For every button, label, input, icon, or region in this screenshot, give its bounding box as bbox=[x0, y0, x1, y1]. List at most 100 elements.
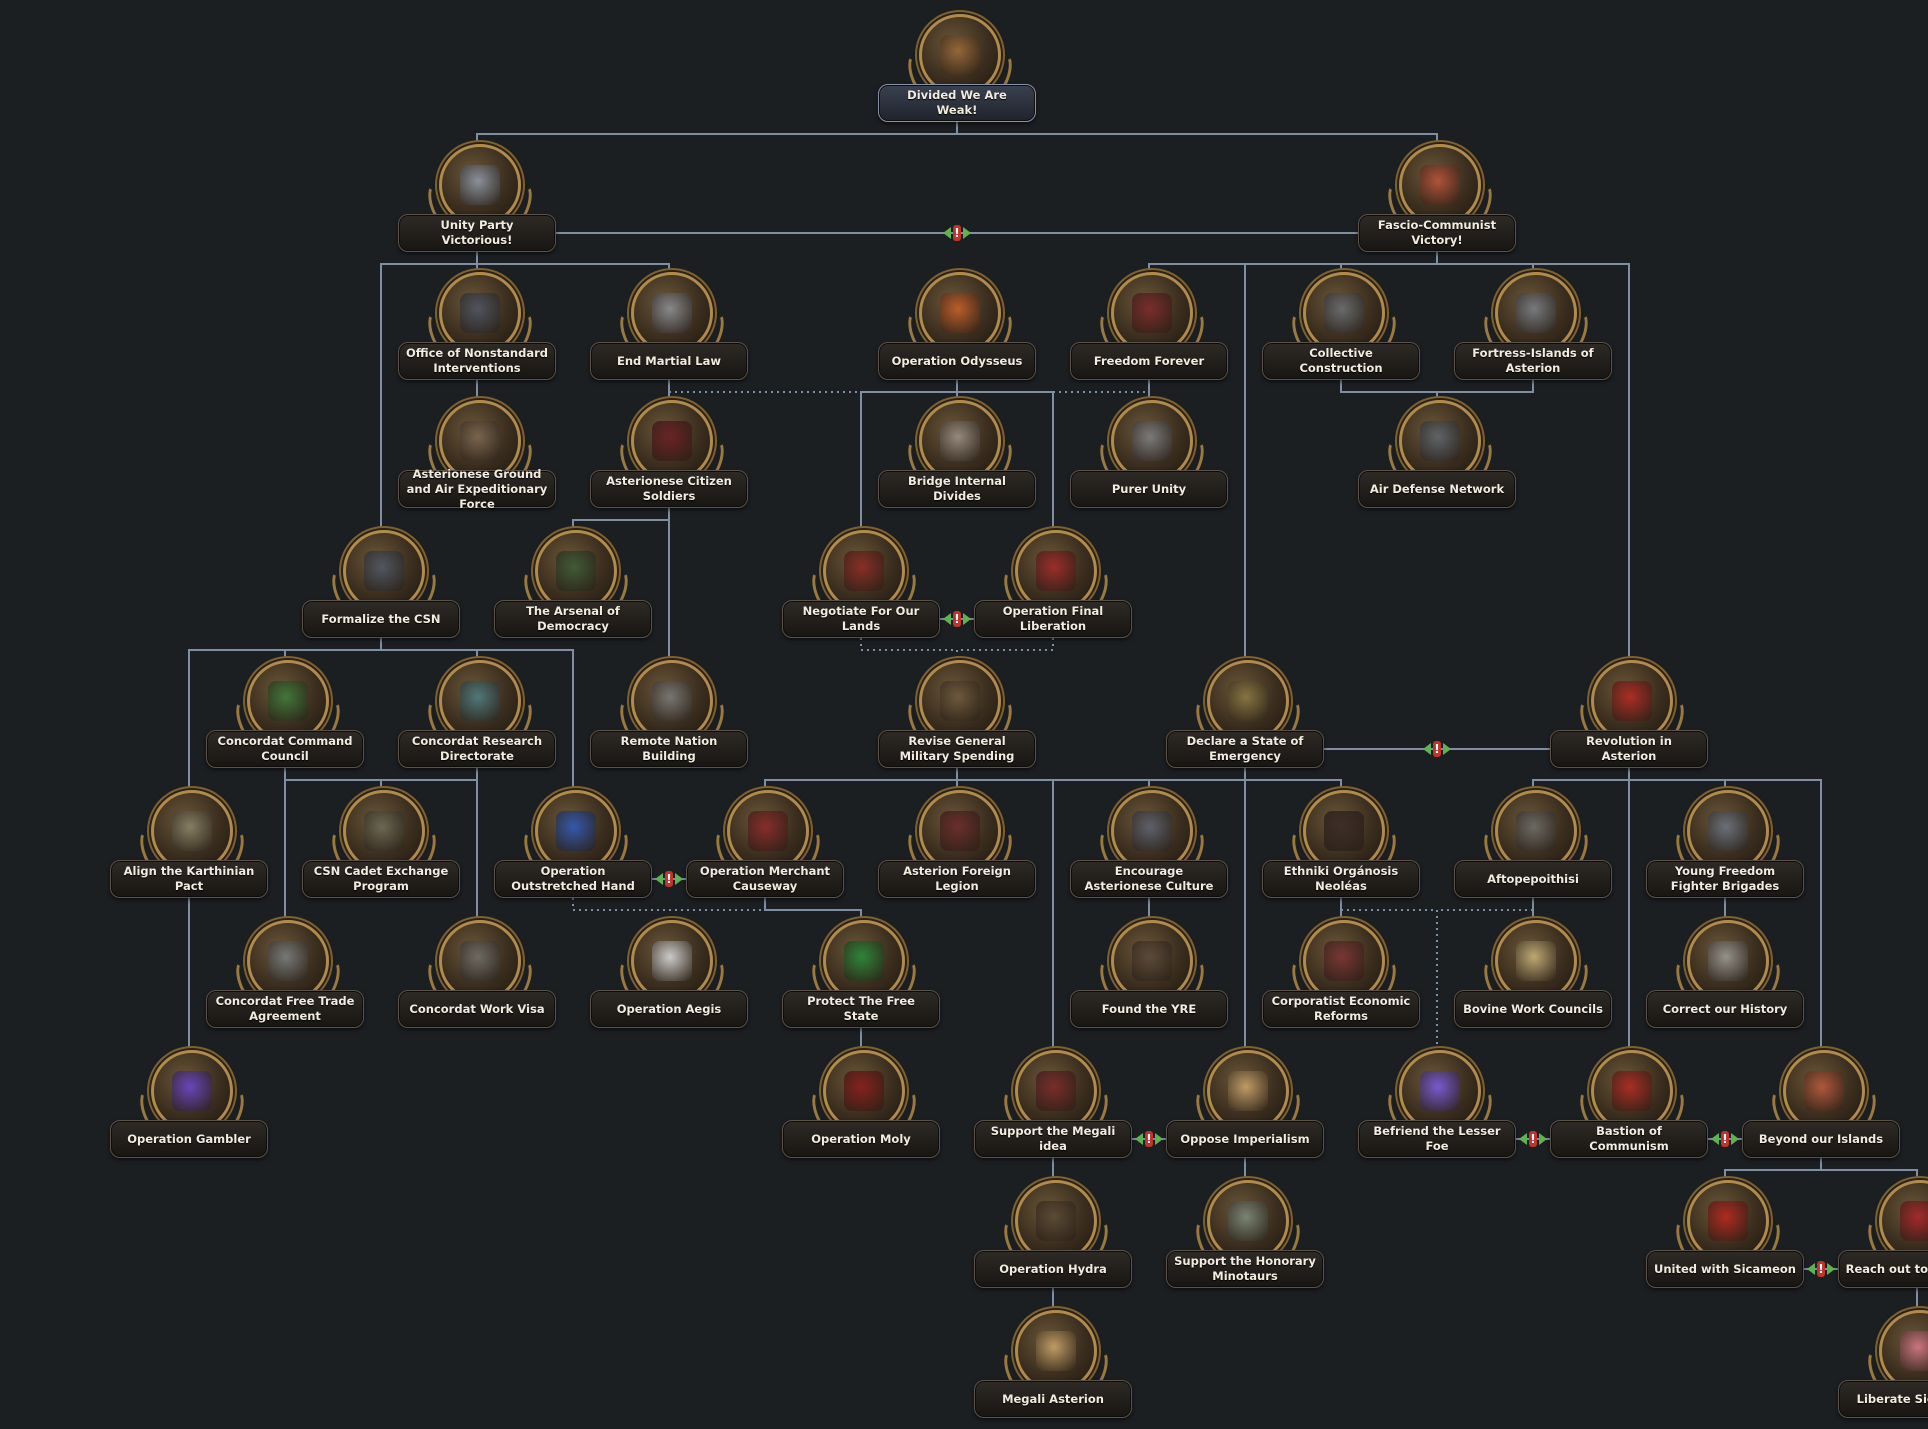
mutually-exclusive-icon: ! bbox=[1420, 741, 1454, 757]
focus-karthinian[interactable]: Align the Karthinian Pact bbox=[104, 782, 274, 902]
focus-aegis[interactable]: Operation Aegis bbox=[584, 912, 754, 1032]
icon-emblem bbox=[1612, 681, 1652, 721]
focus-prywhen[interactable]: Reach out to Prywhen bbox=[1832, 1172, 1928, 1292]
icon-emblem bbox=[460, 165, 500, 205]
focus-arsenal[interactable]: The Arsenal of Democracy bbox=[488, 522, 658, 642]
focus-moly[interactable]: Operation Moly bbox=[776, 1042, 946, 1162]
focus-ethniki[interactable]: Ethniki Orgánosis Neoléas bbox=[1256, 782, 1426, 902]
focus-youngfreedom[interactable]: Young Freedom Fighter Brigades bbox=[1640, 782, 1810, 902]
focus-label: Encourage Asterionese Culture bbox=[1077, 864, 1221, 894]
icon-emblem bbox=[1708, 811, 1748, 851]
icon-emblem bbox=[1132, 941, 1172, 981]
focus-label: Fortress-Islands of Asterion bbox=[1461, 346, 1605, 376]
focus-revolution[interactable]: Revolution in Asterion bbox=[1544, 652, 1714, 772]
focus-revise[interactable]: Revise General Military Spending bbox=[872, 652, 1042, 772]
focus-freetrade[interactable]: Concordat Free Trade Agreement bbox=[200, 912, 370, 1032]
icon-emblem bbox=[844, 941, 884, 981]
focus-megali[interactable]: Support the Megali idea bbox=[968, 1042, 1138, 1162]
focus-plate: Operation Final Liberation bbox=[974, 600, 1132, 638]
focus-plate: Asterionese Citizen Soldiers bbox=[590, 470, 748, 508]
focus-liberatesicameon[interactable]: Liberate Sicameon bbox=[1832, 1302, 1928, 1422]
focus-plate: Operation Outstretched Hand bbox=[494, 860, 652, 898]
focus-purer[interactable]: Purer Unity bbox=[1064, 392, 1234, 512]
focus-label: Operation Moly bbox=[811, 1132, 911, 1147]
focus-fortress[interactable]: Fortress-Islands of Asterion bbox=[1448, 264, 1618, 384]
focus-freestate[interactable]: Protect The Free State bbox=[776, 912, 946, 1032]
focus-declare[interactable]: Declare a State of Emergency bbox=[1160, 652, 1330, 772]
focus-label: Negotiate For Our Lands bbox=[789, 604, 933, 634]
focus-yre[interactable]: Found the YRE bbox=[1064, 912, 1234, 1032]
icon-emblem bbox=[940, 811, 980, 851]
focus-beyond[interactable]: Beyond our Islands bbox=[1736, 1042, 1906, 1162]
focus-negotiate[interactable]: Negotiate For Our Lands bbox=[776, 522, 946, 642]
focus-office[interactable]: Office of Nonstandard Interventions bbox=[392, 264, 562, 384]
focus-plate: Air Defense Network bbox=[1358, 470, 1516, 508]
focus-foreignlegion[interactable]: Asterion Foreign Legion bbox=[872, 782, 1042, 902]
icon-emblem bbox=[844, 1071, 884, 1111]
focus-crd[interactable]: Concordat Research Directorate bbox=[392, 652, 562, 772]
icon-emblem bbox=[268, 681, 308, 721]
focus-plate: Negotiate For Our Lands bbox=[782, 600, 940, 638]
focus-minotaurs[interactable]: Support the Honorary Minotaurs bbox=[1160, 1172, 1330, 1292]
icon-emblem bbox=[460, 293, 500, 333]
icon-emblem bbox=[1228, 681, 1268, 721]
focus-airdefense[interactable]: Air Defense Network bbox=[1352, 392, 1522, 512]
focus-divided[interactable]: Divided We Are Weak! bbox=[872, 6, 1042, 126]
focus-plate: Ethniki Orgánosis Neoléas bbox=[1262, 860, 1420, 898]
focus-odysseus[interactable]: Operation Odysseus bbox=[872, 264, 1042, 384]
focus-plate: Concordat Work Visa bbox=[398, 990, 556, 1028]
focus-plate: CSN Cadet Exchange Program bbox=[302, 860, 460, 898]
focus-label: Correct our History bbox=[1663, 1002, 1788, 1017]
focus-correcthistory[interactable]: Correct our History bbox=[1640, 912, 1810, 1032]
focus-plate: Operation Aegis bbox=[590, 990, 748, 1028]
focus-aftopepoithisi[interactable]: Aftopepoithisi bbox=[1448, 782, 1618, 902]
focus-label: Fascio-Communist Victory! bbox=[1365, 218, 1509, 248]
focus-finalliberation[interactable]: Operation Final Liberation bbox=[968, 522, 1138, 642]
focus-plate: Operation Gambler bbox=[110, 1120, 268, 1158]
focus-plate: Support the Honorary Minotaurs bbox=[1166, 1250, 1324, 1288]
focus-bridge[interactable]: Bridge Internal Divides bbox=[872, 392, 1042, 512]
focus-gambler[interactable]: Operation Gambler bbox=[104, 1042, 274, 1162]
focus-encourage[interactable]: Encourage Asterionese Culture bbox=[1064, 782, 1234, 902]
focus-opposeimp[interactable]: Oppose Imperialism bbox=[1160, 1042, 1330, 1162]
focus-hydra[interactable]: Operation Hydra bbox=[968, 1172, 1138, 1292]
focus-freedomforever[interactable]: Freedom Forever bbox=[1064, 264, 1234, 384]
focus-label: Air Defense Network bbox=[1370, 482, 1504, 497]
focus-plate: Revolution in Asterion bbox=[1550, 730, 1708, 768]
focus-workvisa[interactable]: Concordat Work Visa bbox=[392, 912, 562, 1032]
focus-sicameon[interactable]: United with Sicameon bbox=[1640, 1172, 1810, 1292]
focus-lesserfoe[interactable]: Befriend the Lesser Foe bbox=[1352, 1042, 1522, 1162]
focus-unity[interactable]: Unity Party Victorious! bbox=[392, 136, 562, 256]
focus-plate: Purer Unity bbox=[1070, 470, 1228, 508]
focus-label: Aftopepoithisi bbox=[1487, 872, 1579, 887]
focus-label: Operation Outstretched Hand bbox=[501, 864, 645, 894]
focus-endmartial[interactable]: End Martial Law bbox=[584, 264, 754, 384]
focus-ccc[interactable]: Concordat Command Council bbox=[200, 652, 370, 772]
focus-cadet[interactable]: CSN Cadet Exchange Program bbox=[296, 782, 466, 902]
focus-label: Operation Odysseus bbox=[892, 354, 1023, 369]
focus-citizen[interactable]: Asterionese Citizen Soldiers bbox=[584, 392, 754, 512]
focus-corporatist[interactable]: Corporatist Economic Reforms bbox=[1256, 912, 1426, 1032]
focus-megaliasterion[interactable]: Megali Asterion bbox=[968, 1302, 1138, 1422]
focus-plate: Align the Karthinian Pact bbox=[110, 860, 268, 898]
focus-groundair[interactable]: Asterionese Ground and Air Expeditionary… bbox=[392, 392, 562, 512]
focus-label: Concordat Work Visa bbox=[409, 1002, 544, 1017]
focus-label: Concordat Free Trade Agreement bbox=[213, 994, 357, 1024]
focus-bovine[interactable]: Bovine Work Councils bbox=[1448, 912, 1618, 1032]
focus-label: End Martial Law bbox=[617, 354, 721, 369]
focus-remotenation[interactable]: Remote Nation Building bbox=[584, 652, 754, 772]
icon-emblem bbox=[652, 421, 692, 461]
focus-bastion[interactable]: Bastion of Communism bbox=[1544, 1042, 1714, 1162]
focus-outstretched[interactable]: Operation Outstretched Hand bbox=[488, 782, 658, 902]
icon-emblem bbox=[1516, 293, 1556, 333]
focus-collective[interactable]: Collective Construction bbox=[1256, 264, 1426, 384]
focus-label: The Arsenal of Democracy bbox=[501, 604, 645, 634]
focus-fascio[interactable]: Fascio-Communist Victory! bbox=[1352, 136, 1522, 256]
focus-formalize[interactable]: Formalize the CSN bbox=[296, 522, 466, 642]
focus-label: Corporatist Economic Reforms bbox=[1269, 994, 1413, 1024]
focus-plate: Oppose Imperialism bbox=[1166, 1120, 1324, 1158]
focus-label: Beyond our Islands bbox=[1759, 1132, 1883, 1147]
focus-merchant[interactable]: Operation Merchant Causeway bbox=[680, 782, 850, 902]
focus-label: Befriend the Lesser Foe bbox=[1365, 1124, 1509, 1154]
